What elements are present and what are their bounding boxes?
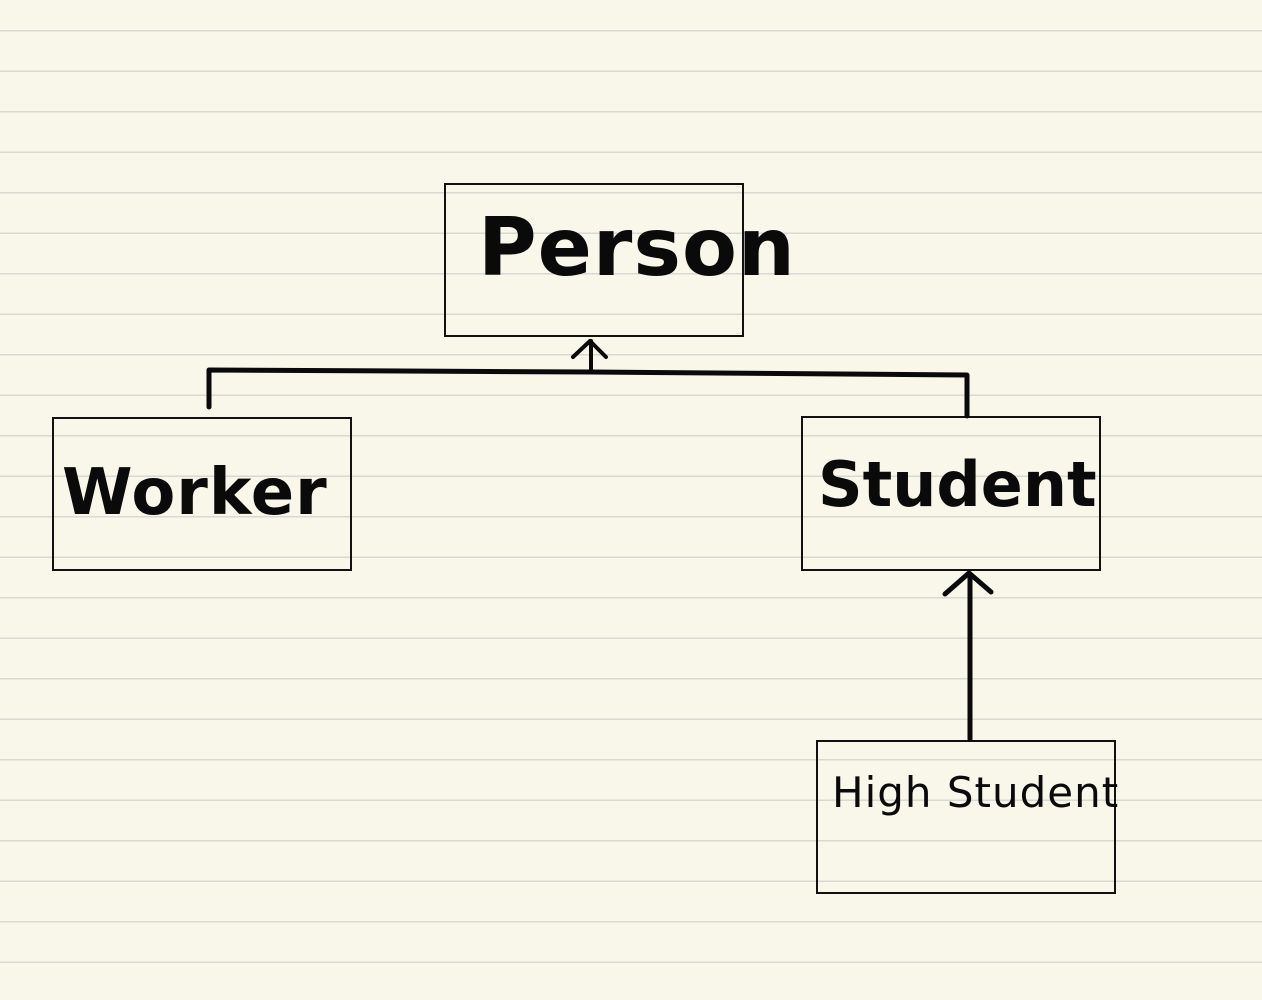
student-class-box [801, 416, 1101, 571]
inheritance-line-student-person [588, 369, 970, 419]
worker-class-box [52, 417, 352, 571]
arrowhead-icon-student [942, 570, 994, 597]
high-student-class-box [816, 740, 1116, 894]
arrowhead-icon-person [571, 339, 608, 359]
person-class-label: Person [478, 201, 796, 294]
inheritance-line-worker-person [206, 367, 594, 410]
person-class-box [444, 183, 744, 337]
worker-class-label: Worker [62, 456, 328, 530]
student-class-label: Student [818, 448, 1097, 521]
high-student-class-label: High Student [832, 768, 1120, 817]
